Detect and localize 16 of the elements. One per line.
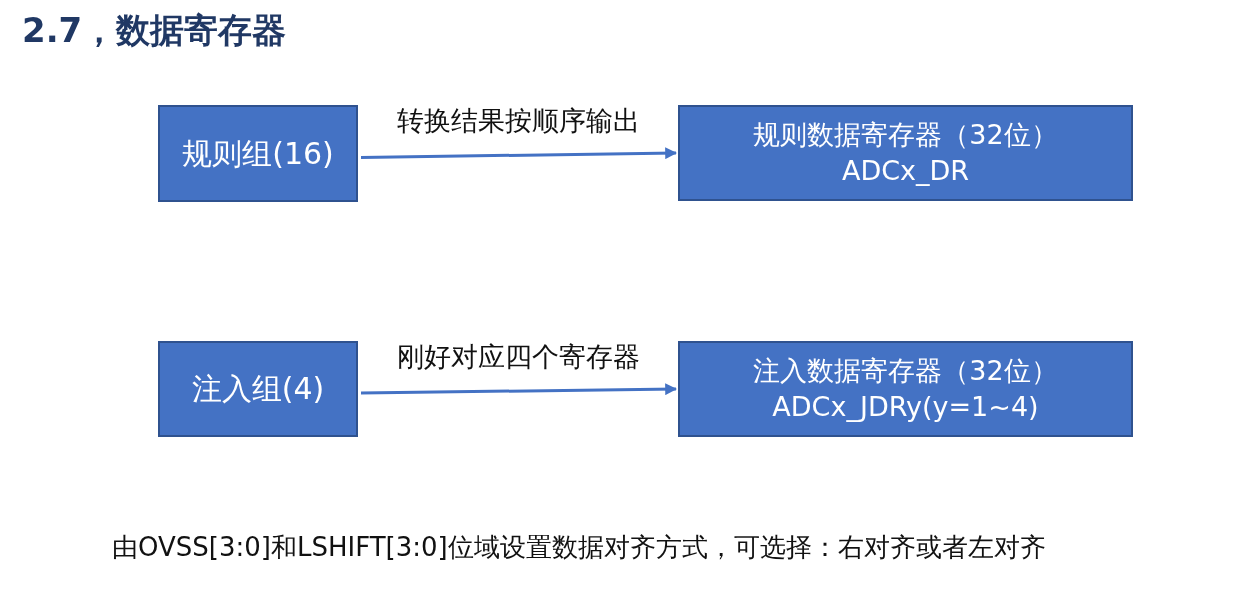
note-text: 由OVSS[3:0]和LSHIFT[3:0]位域设置数据对齐方式，可选择：右对齐或者左对齐 [112,531,1046,564]
register-box [678,341,1133,437]
group-box [158,341,358,437]
box-title: 规则组(16) [182,134,334,173]
arrow [360,147,678,160]
arrow [361,383,678,396]
edge-label: 刚好对应四个寄存器 [397,340,640,374]
box-title: 注入组(4) [191,370,325,408]
group-box [158,105,358,202]
box-title: 注入数据寄存器（32位） [753,354,1058,388]
box-title: 规则数据寄存器（32位） [753,118,1058,152]
register-box [678,105,1133,201]
register-name: ADCx_JDRy(y=1~4) [772,390,1039,424]
edge-label: 转换结果按顺序输出 [397,104,640,138]
title: 2.7，数据寄存器 [22,9,287,52]
register-name: ADCx_DR [841,154,970,188]
